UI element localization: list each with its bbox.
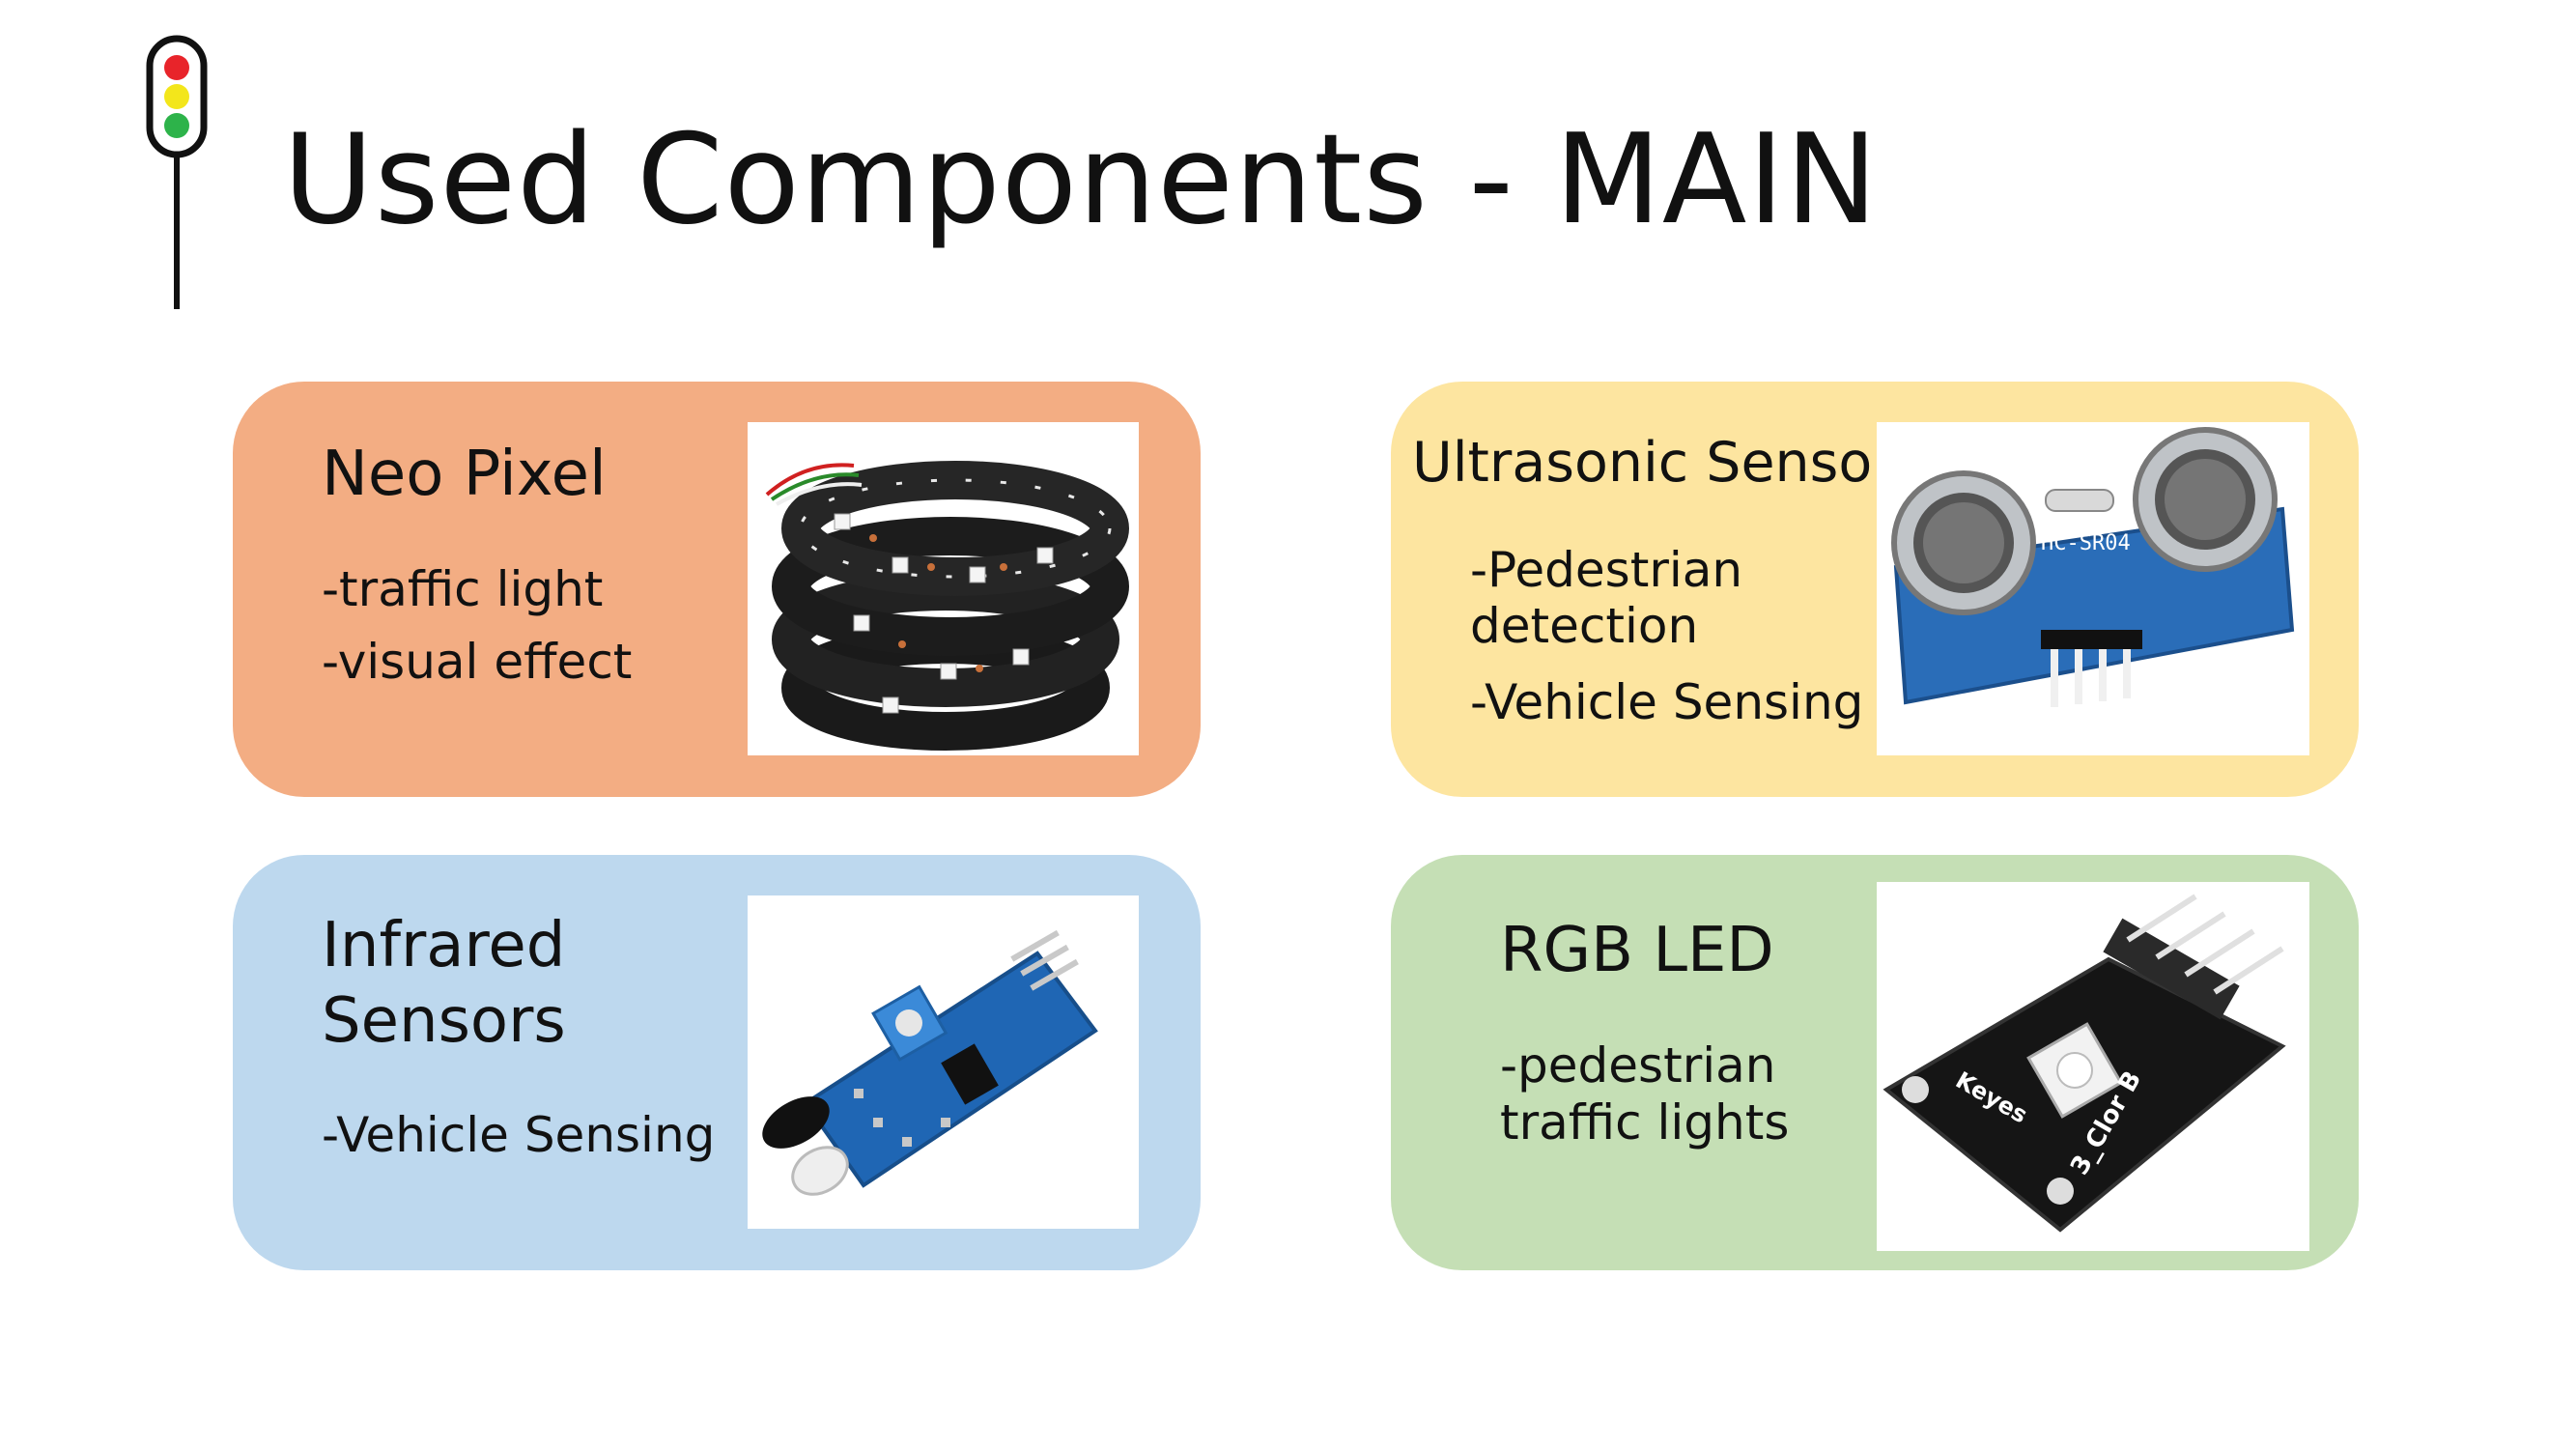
page-title: Used Components - MAIN [283, 108, 1879, 252]
rgb-led-line-1: -pedestrian [1500, 1037, 1776, 1094]
ultrasonic-title: Ultrasonic Sensors [1412, 431, 1924, 495]
ultrasonic-line-1: -Pedestrian [1470, 542, 1743, 598]
rgb-led-line-2: traffic lights [1500, 1094, 1790, 1151]
neo-pixel-title: Neo Pixel [322, 439, 607, 510]
infrared-title-line-1: Infrared [322, 910, 566, 981]
ultrasonic-sensor-image: HC-SR04 [1877, 422, 2309, 755]
ultrasonic-board-label: HC-SR04 [2041, 531, 2131, 555]
ultrasonic-line-2: detection [1470, 598, 1699, 654]
infrared-line-1: -Vehicle Sensing [322, 1107, 716, 1163]
neo-pixel-line-1: -traffic light [322, 561, 604, 617]
ultrasonic-line-3: -Vehicle Sensing [1470, 674, 1864, 730]
rgb-led-module-image: 3_Clor B Keyes CNT1 [1877, 882, 2309, 1251]
neo-pixel-line-2: -visual effect [322, 634, 633, 690]
infrared-title-line-2: Sensors [322, 985, 566, 1057]
traffic-light-icon [146, 35, 208, 309]
rgb-led-title: RGB LED [1500, 915, 1774, 986]
infrared-sensor-image [748, 895, 1139, 1229]
neo-pixel-strip-image [748, 422, 1139, 755]
